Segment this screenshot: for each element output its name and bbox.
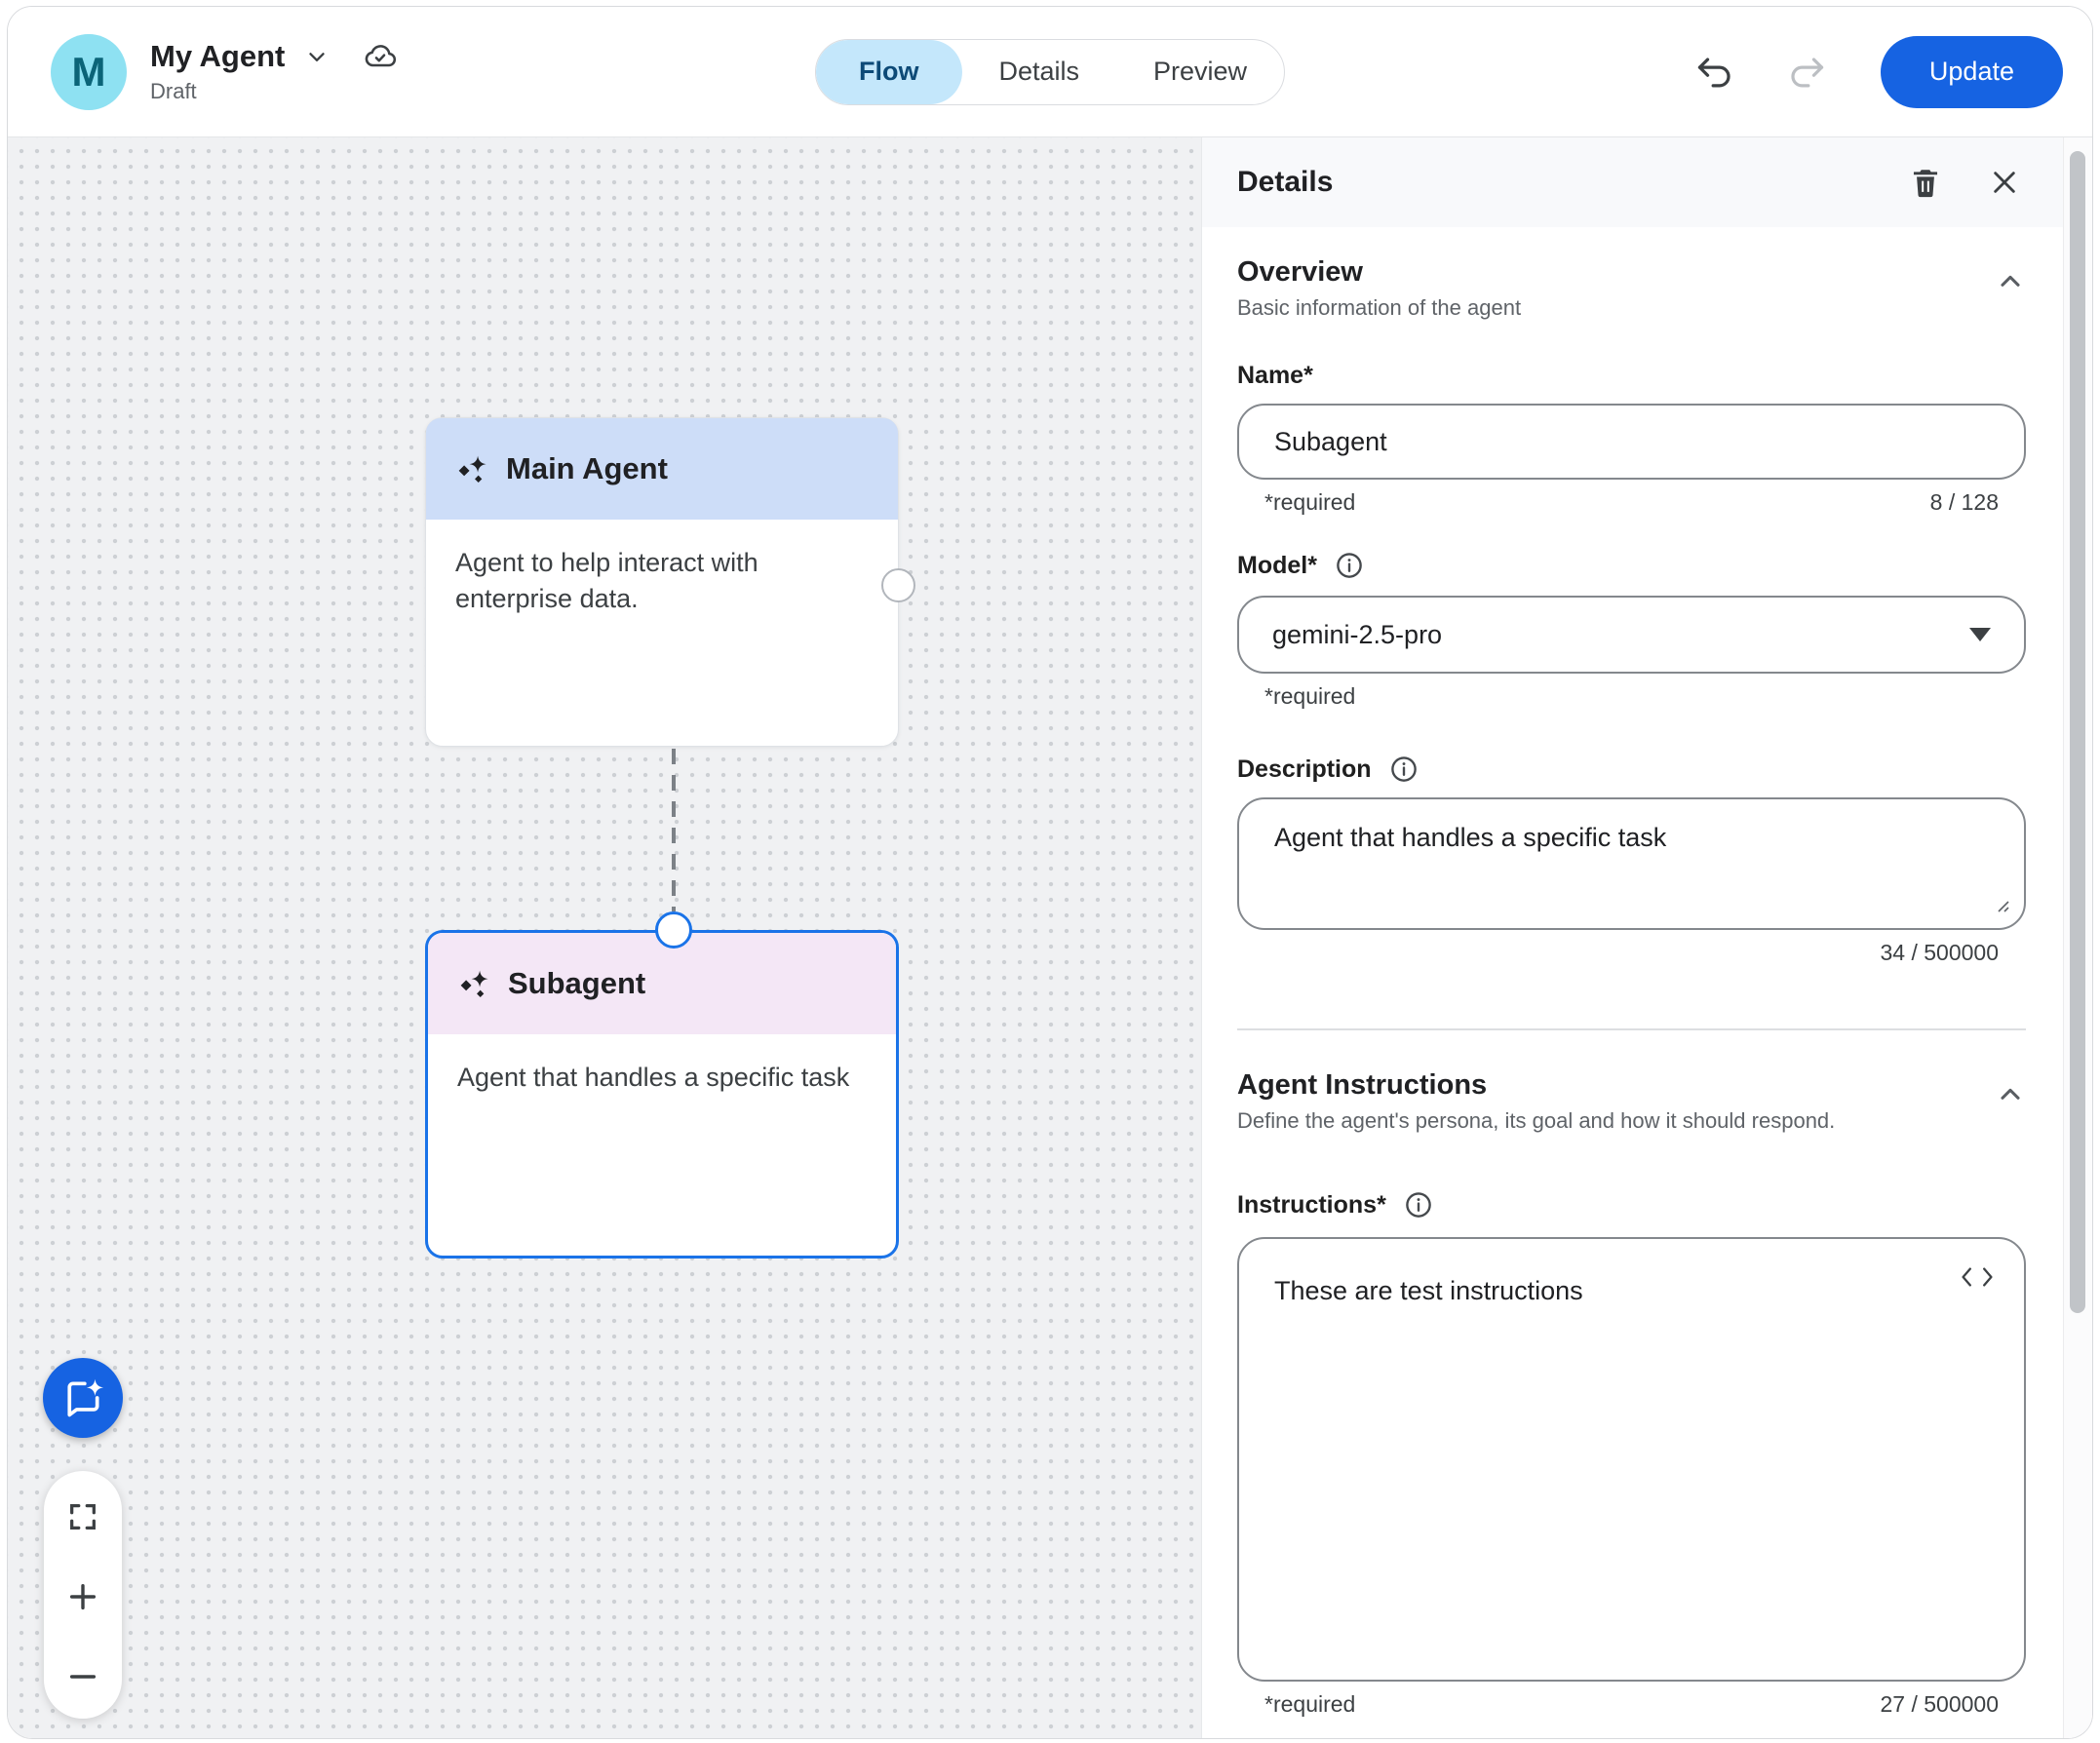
- instructions-label-row: Instructions*: [1237, 1190, 2026, 1220]
- header-actions: Update: [1693, 35, 2063, 108]
- info-icon[interactable]: [1335, 551, 1364, 580]
- redo-icon: [1791, 57, 1824, 88]
- description-label: Description: [1237, 755, 1372, 783]
- close-panel-button[interactable]: [1989, 167, 2020, 198]
- model-helper-row: *required: [1237, 683, 2026, 710]
- instructions-textarea[interactable]: These are test instructions: [1239, 1239, 2024, 1680]
- trash-icon: [1913, 170, 1938, 198]
- instructions-section-subtitle: Define the agent's persona, its goal and…: [1237, 1108, 1836, 1133]
- main-area: Main Agent Agent to help interact with e…: [8, 137, 2092, 1738]
- model-selected-value: gemini-2.5-pro: [1272, 619, 1443, 649]
- name-label: Name*: [1237, 362, 1313, 389]
- info-icon[interactable]: [1404, 1190, 1433, 1220]
- model-label-row: Model*: [1237, 551, 2026, 580]
- panel-title: Details: [1237, 166, 1334, 198]
- details-panel-header: Details: [1202, 137, 2063, 227]
- undo-icon: [1697, 57, 1731, 88]
- avatar: M: [51, 33, 127, 110]
- name-required-hint: *required: [1264, 489, 1356, 515]
- agent-identity: M My Agent Draft: [51, 33, 398, 110]
- sparkle-icon: [460, 970, 488, 997]
- main-agent-output-port[interactable]: [881, 568, 915, 602]
- flow-edge: [672, 749, 676, 911]
- dropdown-caret-icon: [1969, 628, 1991, 641]
- description-textarea[interactable]: Agent that handles a specific task: [1239, 799, 2024, 928]
- description-field: Agent that handles a specific task: [1237, 797, 2026, 930]
- model-required-hint: *required: [1264, 683, 1356, 709]
- sparkle-icon: [458, 455, 486, 483]
- resize-handle[interactable]: [1993, 896, 2010, 918]
- agent-title-block: My Agent Draft: [150, 39, 398, 104]
- subagent-node[interactable]: Subagent Agent that handles a specific t…: [425, 930, 899, 1259]
- flow-canvas[interactable]: Main Agent Agent to help interact with e…: [8, 137, 1201, 1738]
- model-select[interactable]: gemini-2.5-pro: [1237, 596, 2026, 674]
- name-helper-row: *required 8 / 128: [1237, 489, 2026, 516]
- name-input[interactable]: [1237, 404, 2026, 480]
- tab-flow[interactable]: Flow: [815, 39, 962, 104]
- node-description: Agent that handles a specific task: [457, 1063, 850, 1092]
- node-title: Subagent: [508, 966, 646, 1000]
- instructions-section-header: Agent Instructions Define the agent's pe…: [1237, 1069, 2026, 1134]
- zoom-out-button[interactable]: [66, 1660, 99, 1693]
- view-switcher: Flow Details Preview: [814, 38, 1286, 105]
- overview-collapse-button[interactable]: [1995, 266, 2026, 297]
- name-label-row: Name*: [1237, 362, 2026, 390]
- instructions-helper-row: *required 27 / 500000: [1237, 1691, 2026, 1718]
- overview-title: Overview: [1237, 256, 1363, 288]
- panel-scrollbar-thumb[interactable]: [2070, 151, 2085, 1313]
- delete-node-button[interactable]: [1909, 166, 1942, 199]
- main-agent-node-header: Main Agent: [426, 418, 898, 520]
- instructions-collapse-button[interactable]: [1995, 1079, 2026, 1110]
- instructions-field: These are test instructions: [1237, 1237, 2026, 1682]
- minus-icon: [69, 1675, 97, 1679]
- description-label-row: Description: [1237, 755, 2026, 784]
- plus-icon: [69, 1583, 97, 1610]
- fullscreen-icon: [70, 1504, 96, 1530]
- details-panel: Details Overview Basic information of th…: [1201, 137, 2092, 1738]
- code-view-button[interactable]: [1960, 1266, 1995, 1288]
- fit-to-screen-button[interactable]: [66, 1500, 99, 1533]
- redo-button[interactable]: [1787, 52, 1828, 93]
- tab-details[interactable]: Details: [998, 57, 1079, 86]
- close-icon: [1994, 172, 2015, 193]
- overview-section-header: Overview Basic information of the agent: [1237, 256, 2026, 321]
- undo-button[interactable]: [1693, 52, 1734, 93]
- description-helper-row: 34 / 500000: [1237, 940, 2026, 966]
- chevron-up-icon: [2001, 1088, 2020, 1100]
- node-title: Main Agent: [506, 451, 668, 485]
- subagent-node-header: Subagent: [428, 933, 896, 1034]
- instructions-required-hint: *required: [1264, 1691, 1356, 1717]
- node-description: Agent to help interact with enterprise d…: [455, 548, 758, 614]
- tab-preview[interactable]: Preview: [1153, 57, 1248, 86]
- top-header: M My Agent Draft Flow Details Preview: [8, 7, 2092, 137]
- chevron-up-icon: [2001, 275, 2020, 287]
- chat-sparkle-icon: [67, 1378, 104, 1417]
- model-label: Model*: [1237, 551, 1317, 579]
- app-frame: M My Agent Draft Flow Details Preview: [7, 6, 2093, 1739]
- section-divider: [1237, 1028, 2026, 1030]
- info-icon[interactable]: [1389, 755, 1419, 784]
- instructions-section-title: Agent Instructions: [1237, 1069, 1488, 1101]
- description-char-counter: 34 / 500000: [1880, 940, 1999, 965]
- canvas-zoom-controls: [44, 1471, 122, 1719]
- page-title: My Agent: [150, 39, 286, 73]
- chevron-down-icon[interactable]: [304, 44, 330, 69]
- update-button[interactable]: Update: [1880, 35, 2063, 108]
- instructions-char-counter: 27 / 500000: [1880, 1691, 1999, 1717]
- status-badge: Draft: [150, 79, 197, 103]
- ai-chat-fab[interactable]: [43, 1358, 123, 1438]
- name-char-counter: 8 / 128: [1929, 489, 1999, 515]
- panel-scrollbar-track[interactable]: [2063, 137, 2092, 1738]
- main-agent-node[interactable]: Main Agent Agent to help interact with e…: [425, 417, 899, 747]
- instructions-label: Instructions*: [1237, 1190, 1386, 1219]
- cloud-done-icon: [363, 39, 398, 74]
- overview-subtitle: Basic information of the agent: [1237, 295, 1522, 320]
- subagent-input-port[interactable]: [655, 911, 692, 949]
- code-icon: [1962, 1267, 1993, 1287]
- zoom-in-button[interactable]: [66, 1580, 99, 1613]
